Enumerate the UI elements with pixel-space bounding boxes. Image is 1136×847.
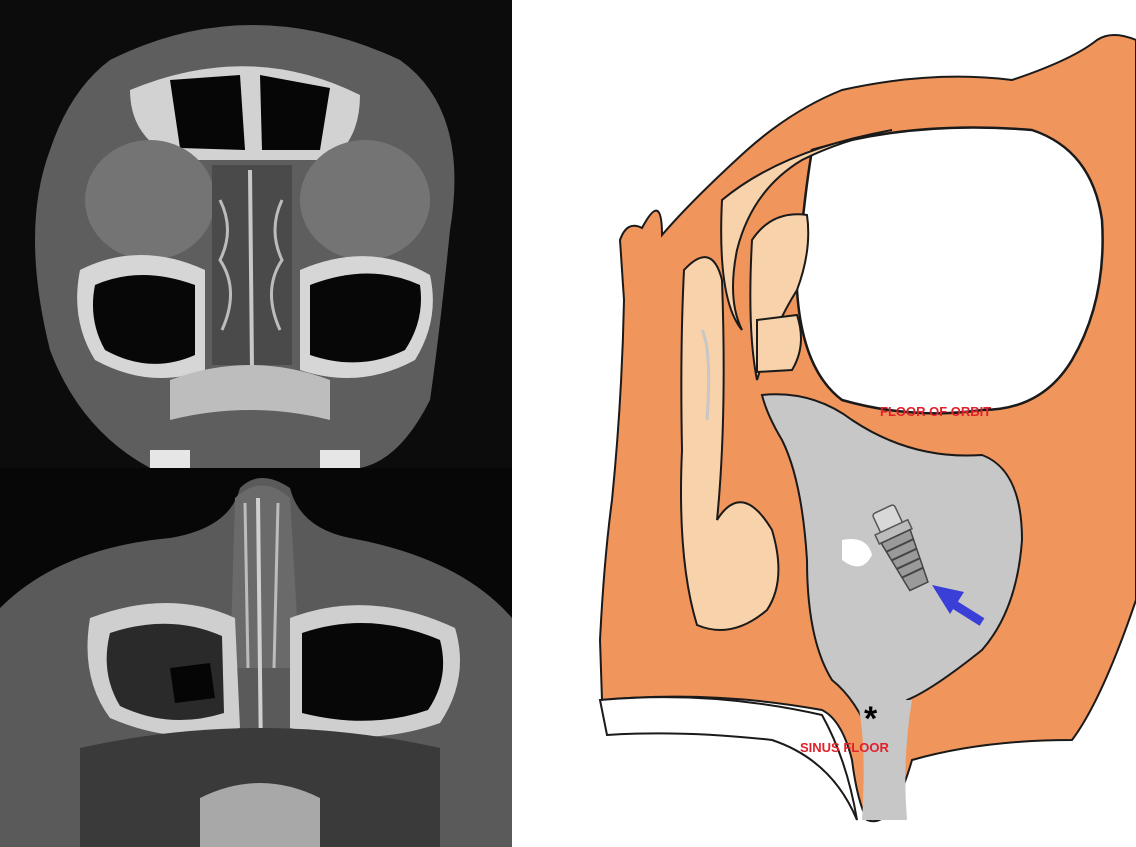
ethmoid-cell (757, 315, 801, 372)
sinus-diagram-svg: FLOOR OF ORBIT SINUS FLOOR * (512, 0, 1136, 847)
ct-axial-image (0, 468, 512, 847)
floor-of-orbit-label: FLOOR OF ORBIT (880, 404, 991, 419)
sinus-diagram: FLOOR OF ORBIT SINUS FLOOR * (512, 0, 1136, 847)
ct-coronal-scan (0, 0, 512, 468)
sinus-floor-label: SINUS FLOOR (800, 740, 889, 755)
ct-axial-scan (0, 468, 512, 847)
asterisk-marker: * (864, 700, 878, 738)
ct-coronal-image (0, 0, 512, 468)
orbit (797, 128, 1103, 414)
